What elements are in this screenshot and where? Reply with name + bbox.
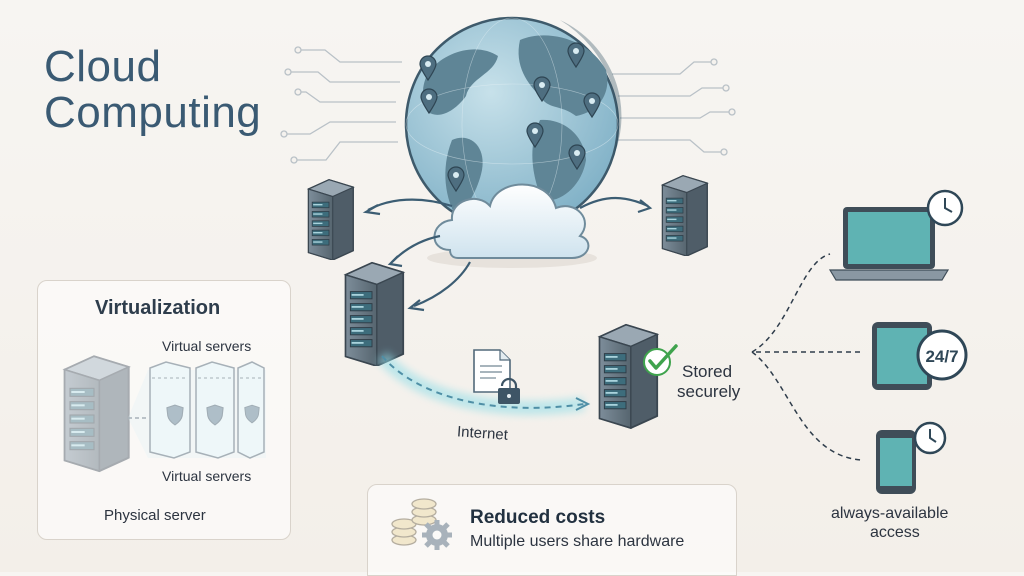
server-icon [344,261,405,366]
document-icon [473,349,511,393]
reduced-costs-subtitle: Multiple users share hardware [470,533,685,550]
page-title-line-2: Computing [44,88,262,137]
clock-icon: 24/7 [916,329,968,381]
virtual-servers-label-bottom: Virtual servers [162,468,252,484]
circuit-lines-right [612,58,736,156]
availability-label-line-2: access [870,524,920,541]
lock-icon [498,377,520,404]
availability-label-line-1: always-available [831,505,949,522]
circuit-lines-left [280,46,402,164]
virtual-servers-label-top: Virtual servers [162,338,252,354]
device-connectors [751,253,863,461]
server-icon [307,178,355,260]
tablet-icon [872,322,932,390]
phone-icon [876,430,916,494]
clock-icon [926,189,964,227]
cloud-arrows [362,197,653,312]
reduced-costs-panel [367,484,737,576]
virtualization-panel [37,280,291,540]
internet-path [376,351,591,415]
virtualization-heading: Virtualization [95,297,221,319]
clock-icon [913,421,947,455]
stored-securely-line-1: Stored [682,362,733,381]
page-title-line-1: Cloud [44,42,162,91]
internet-label: Internet [456,423,509,444]
physical-server-label: Physical server [104,507,206,524]
server-icon [661,174,709,256]
globe-icon [404,16,622,268]
availability-badge: 24/7 [925,347,958,366]
cloud-icon [433,183,590,259]
laptop-icon [828,207,950,281]
stored-securely-line-2: securely [677,382,741,401]
server-icon [598,323,659,429]
checkmark-icon [643,344,678,376]
reduced-costs-title: Reduced costs [470,507,606,528]
